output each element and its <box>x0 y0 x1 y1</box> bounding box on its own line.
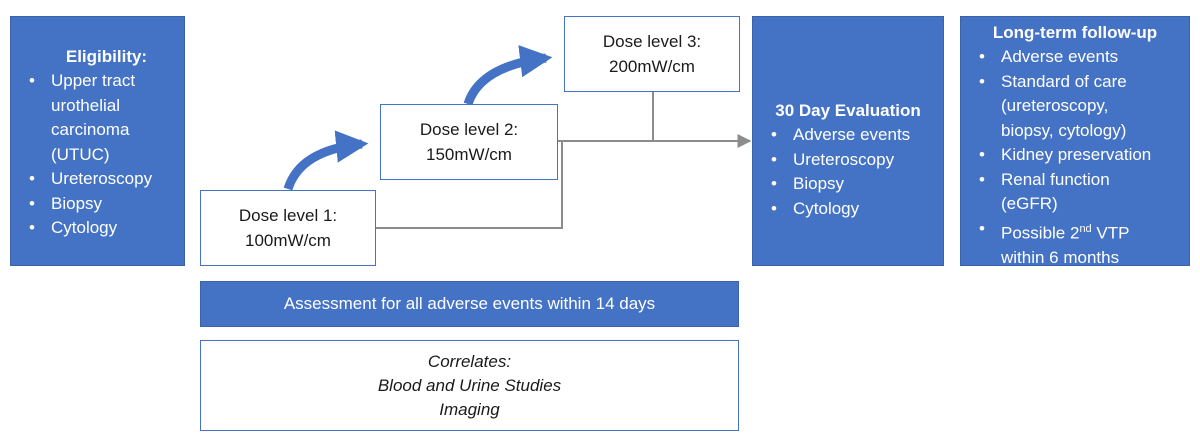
eligibility-item: Cytology <box>17 216 176 241</box>
followup-item-cont: (eGFR) <box>1001 194 1058 213</box>
correlates-box: Correlates: Blood and Urine Studies Imag… <box>200 340 739 431</box>
eligibility-item: Ureteroscopy <box>17 167 176 192</box>
eligibility-item: Upper tract <box>17 69 176 94</box>
eligibility-list: Upper tract urothelial carcinoma (UTUC) … <box>17 69 176 241</box>
dose-level-3-label: Dose level 3: <box>602 32 702 51</box>
followup-item: Renal function <box>967 168 1183 193</box>
evaluation-list: Adverse events Ureteroscopy Biopsy Cytol… <box>759 123 937 221</box>
dose-level-3-value: 200mW/cm <box>609 57 695 76</box>
correlates-line-2: Blood and Urine Studies <box>377 375 562 395</box>
followup-box: Long-term follow-up Adverse events Stand… <box>960 16 1190 267</box>
vtp-superscript: nd <box>1079 222 1092 235</box>
evaluation-item: Ureteroscopy <box>759 148 937 173</box>
followup-item-cont: within 6 months <box>1001 247 1120 267</box>
escalation-arrow-1 <box>283 130 369 191</box>
dose-connector-lines <box>375 92 752 229</box>
dose-level-2-box: Dose level 2: 150mW/cm <box>380 104 558 180</box>
followup-title: Long-term follow-up <box>992 23 1158 42</box>
followup-item: Standard of care <box>967 70 1183 95</box>
eligibility-item-cont: carcinoma <box>51 120 130 139</box>
evaluation-item: Adverse events <box>759 123 937 148</box>
eligibility-item-cont: (UTUC) <box>51 144 110 164</box>
followup-item-vtp: Possible 2nd VTP <box>967 217 1183 246</box>
followup-item: Adverse events <box>967 45 1183 70</box>
assessment-bar: Assessment for all adverse events within… <box>200 281 739 327</box>
correlates-title: Correlates: <box>427 351 512 371</box>
dose-level-3-box: Dose level 3: 200mW/cm <box>564 16 740 92</box>
followup-item: Kidney preservation <box>967 143 1183 168</box>
evaluation-box: 30 Day Evaluation Adverse events Uretero… <box>752 16 944 266</box>
dose-level-1-value: 100mW/cm <box>245 231 331 250</box>
vtp-prefix: Possible 2 <box>1001 223 1080 243</box>
dose-level-2-value: 150mW/cm <box>426 145 512 164</box>
evaluation-title: 30 Day Evaluation <box>775 101 921 120</box>
assessment-label: Assessment for all adverse events within… <box>283 294 656 313</box>
dose-level-1-box: Dose level 1: 100mW/cm <box>200 190 376 266</box>
eligibility-item-cont: urothelial <box>51 95 120 115</box>
eligibility-title: Eligibility: <box>65 47 148 66</box>
followup-item-cont: biopsy, cytology) <box>1001 120 1127 140</box>
dose-level-2-label: Dose level 2: <box>419 120 519 139</box>
eligibility-box: Eligibility: Upper tract urothelial carc… <box>10 16 185 266</box>
dose-level-1-label: Dose level 1: <box>238 206 338 225</box>
correlates-line-3: Imaging <box>439 399 500 419</box>
followup-item-cont: (ureteroscopy, <box>1001 96 1109 115</box>
escalation-arrow-2 <box>463 45 553 106</box>
evaluation-item: Cytology <box>759 197 937 222</box>
eligibility-item: Biopsy <box>17 192 176 217</box>
vtp-suffix: VTP <box>1091 223 1130 243</box>
followup-list: Adverse events Standard of care (uretero… <box>967 45 1183 270</box>
evaluation-item: Biopsy <box>759 172 937 197</box>
